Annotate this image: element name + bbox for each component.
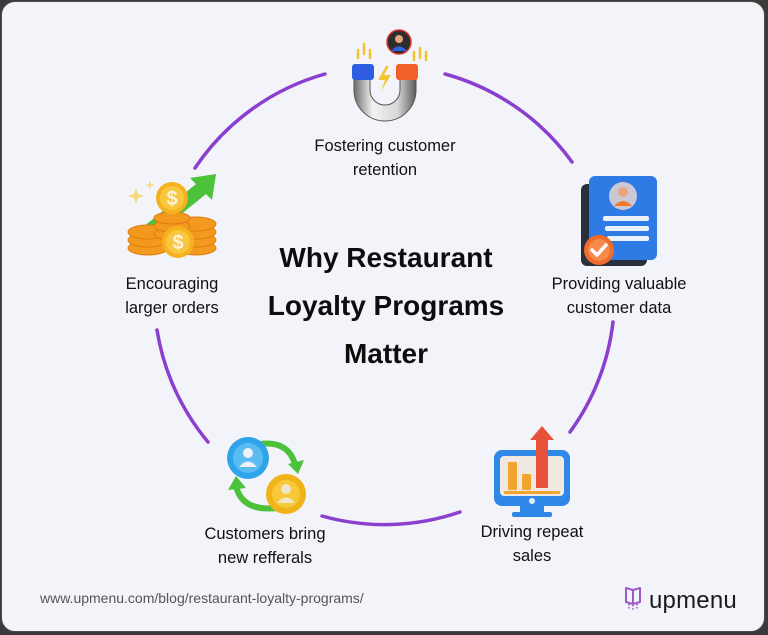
item-larger-orders-label-2: larger orders: [125, 299, 219, 317]
item-customer-data-label-2: customer data: [566, 299, 672, 317]
item-repeat-sales: Driving repeat sales: [432, 422, 632, 568]
title-line-2: Loyalty Programs: [267, 290, 505, 321]
arc-top-right: [443, 72, 574, 164]
title-line-3: Matter: [343, 338, 428, 369]
monitor-chart-icon: [492, 422, 572, 518]
item-larger-orders-label-1: Encouraging: [125, 275, 219, 293]
item-retention: Fostering customer retention: [285, 28, 485, 182]
title-line-1: Why Restaurant: [279, 242, 493, 273]
item-referrals-label-2: new refferals: [217, 549, 313, 567]
item-retention-label-2: retention: [352, 161, 418, 179]
item-repeat-sales-label-2: sales: [512, 547, 552, 565]
diagram-title: Why Restaurant Loyalty Programs Matter: [236, 234, 536, 378]
upmenu-logo: upmenu: [624, 586, 737, 615]
upmenu-logo-text: upmenu: [649, 586, 737, 614]
magnet-icon: [340, 28, 430, 124]
profile-document-icon: [577, 174, 661, 266]
item-repeat-sales-label-1: Driving repeat: [480, 523, 584, 541]
upmenu-logo-icon: [624, 586, 642, 615]
svg-text:$: $: [172, 232, 183, 254]
arc-bottom: [320, 510, 462, 527]
item-retention-label-1: Fostering customer: [314, 137, 456, 155]
arc-top-left: [193, 72, 327, 170]
referral-swap-icon: [220, 434, 310, 518]
item-customer-data: Providing valuable customer data: [519, 174, 719, 320]
item-larger-orders: $ $ Encouraging larger orders: [72, 174, 272, 320]
source-url[interactable]: www.upmenu.com/blog/restaurant-loyalty-p…: [40, 590, 364, 606]
item-customer-data-label-1: Providing valuable: [551, 275, 687, 293]
svg-text:$: $: [166, 188, 177, 210]
arc-right: [568, 320, 615, 434]
arc-left: [155, 328, 210, 444]
item-referrals: Customers bring new refferals: [165, 434, 365, 570]
item-referrals-label-1: Customers bring: [204, 525, 326, 543]
coins-growth-icon: $ $: [124, 174, 220, 264]
